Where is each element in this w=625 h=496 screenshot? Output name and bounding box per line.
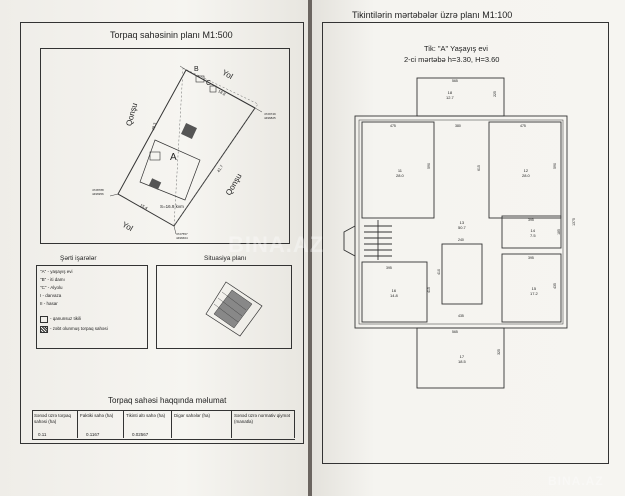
dim-615: 615 [476, 165, 481, 171]
legend-item-4: I - darvaza [40, 293, 62, 298]
legend-item-2: "B" - iti damı [40, 277, 65, 282]
watermark-corner: BINA.AZ [548, 474, 604, 488]
dim-410: 410 [436, 269, 441, 275]
dim-475-left: 475 [390, 124, 396, 128]
coord-2: 4728788 4496956 [92, 188, 104, 196]
legend-item-7: - zəbt olunmuş torpaq sahəsi [50, 326, 108, 331]
label-c: C [206, 80, 212, 87]
left-frame [20, 22, 304, 444]
legend-item-5: II - hasar [40, 301, 58, 306]
table-header-building-area: Tikinti altı sahə (ha) [124, 411, 172, 438]
dim-415: 415 [426, 287, 431, 293]
illegal-structure-swatch [40, 316, 48, 323]
right-frame [322, 22, 609, 464]
table-header-actual-area: Faktiki sahə (ha) [78, 411, 124, 438]
building-c [209, 85, 217, 93]
info-table [32, 410, 295, 440]
left-sheet: Torpaq sahəsinin planı M1:500 Yol Yol Qo… [0, 0, 308, 496]
legend-item-1: "A" - yaşayış evi [40, 269, 73, 274]
legend-item-6: - qanunsuz tikili [50, 316, 82, 321]
dim-435-right: 435 [552, 283, 557, 289]
legend-box [36, 265, 148, 349]
dim-225: 225 [492, 91, 497, 97]
label-b: B [194, 66, 199, 73]
building-b [195, 75, 205, 83]
house-a-outline [139, 139, 201, 201]
dim-395-top: 395 [528, 218, 534, 222]
balcony-bottom [416, 327, 505, 389]
left-title: Torpaq sahəsinin planı M1:500 [110, 30, 233, 40]
dim-395-right: 395 [528, 256, 534, 260]
dim-325: 325 [496, 349, 501, 355]
table-value-building-area: 0.02567 [132, 432, 149, 437]
table-value-actual-area: 0.1167 [86, 432, 100, 437]
room-14-walls [501, 215, 562, 249]
watermark: BINA.AZ [228, 232, 325, 257]
room-16-walls [361, 261, 428, 323]
seized-land-swatch [40, 326, 48, 333]
stairwell-void [441, 243, 483, 305]
dim-395-left: 395 [386, 266, 392, 270]
table-value-doc-area: 0.11 [38, 432, 47, 437]
illegal-structure-1 [181, 123, 197, 139]
dim-380: 380 [455, 124, 461, 128]
info-title: Torpaq sahəsi haqqında məlumat [108, 396, 227, 405]
table-header-doc-area: Sənəd üzrə torpaq sahəsi (ha) [32, 411, 78, 438]
table-header-normative-price: Sənəd üzrə normativ qiymət (manatla) [232, 411, 295, 438]
plot-offset [173, 67, 259, 227]
house-a-wing [149, 151, 161, 161]
plot-box [40, 48, 290, 244]
situation-title: Situasiya planı [204, 255, 247, 262]
room-11-walls [361, 121, 435, 219]
coord-1: 4729749 4496825 [264, 112, 276, 120]
right-title: Tikintilərin mərtəbələr üzrə planı M1:10… [352, 10, 513, 20]
balcony-top [416, 77, 505, 117]
right-sheet: Tikintilərin mərtəbələr üzrə planı M1:10… [312, 0, 625, 496]
situation-drawing [205, 281, 263, 337]
situation-box [156, 265, 292, 349]
illegal-structure-2 [148, 178, 162, 190]
dim-475-right: 475 [520, 124, 526, 128]
dim-1375: 1375 [571, 218, 576, 226]
room-15-walls [501, 253, 562, 323]
coord-3: 4727557 4496664 [176, 232, 188, 240]
right-subtitle-2: 2-ci mərtəbə h=3.30, H=3.60 [404, 55, 500, 64]
table-header-other-areas: Digər sahələr (ha) [172, 411, 232, 438]
dim-590-left: 590 [426, 163, 431, 169]
area-label: S=16.9 kvm [160, 204, 184, 209]
right-subtitle-1: Tik: "A" Yaşayış evi [424, 44, 488, 53]
label-a: A [170, 152, 177, 163]
room-12-walls [488, 121, 562, 219]
dim-435-bottom: 435 [458, 314, 464, 318]
dim-565-top: 565 [452, 79, 458, 83]
legend-title: Şərti işarələr [60, 255, 97, 262]
plot-drawing [109, 65, 263, 235]
dim-565-bottom: 565 [452, 330, 458, 334]
dim-590-right: 590 [552, 163, 557, 169]
dim-185: 185 [556, 229, 561, 235]
dim-240: 240 [458, 238, 464, 242]
legend-item-3: "C" - Alyolu [40, 285, 63, 290]
floor-plan [343, 77, 568, 389]
